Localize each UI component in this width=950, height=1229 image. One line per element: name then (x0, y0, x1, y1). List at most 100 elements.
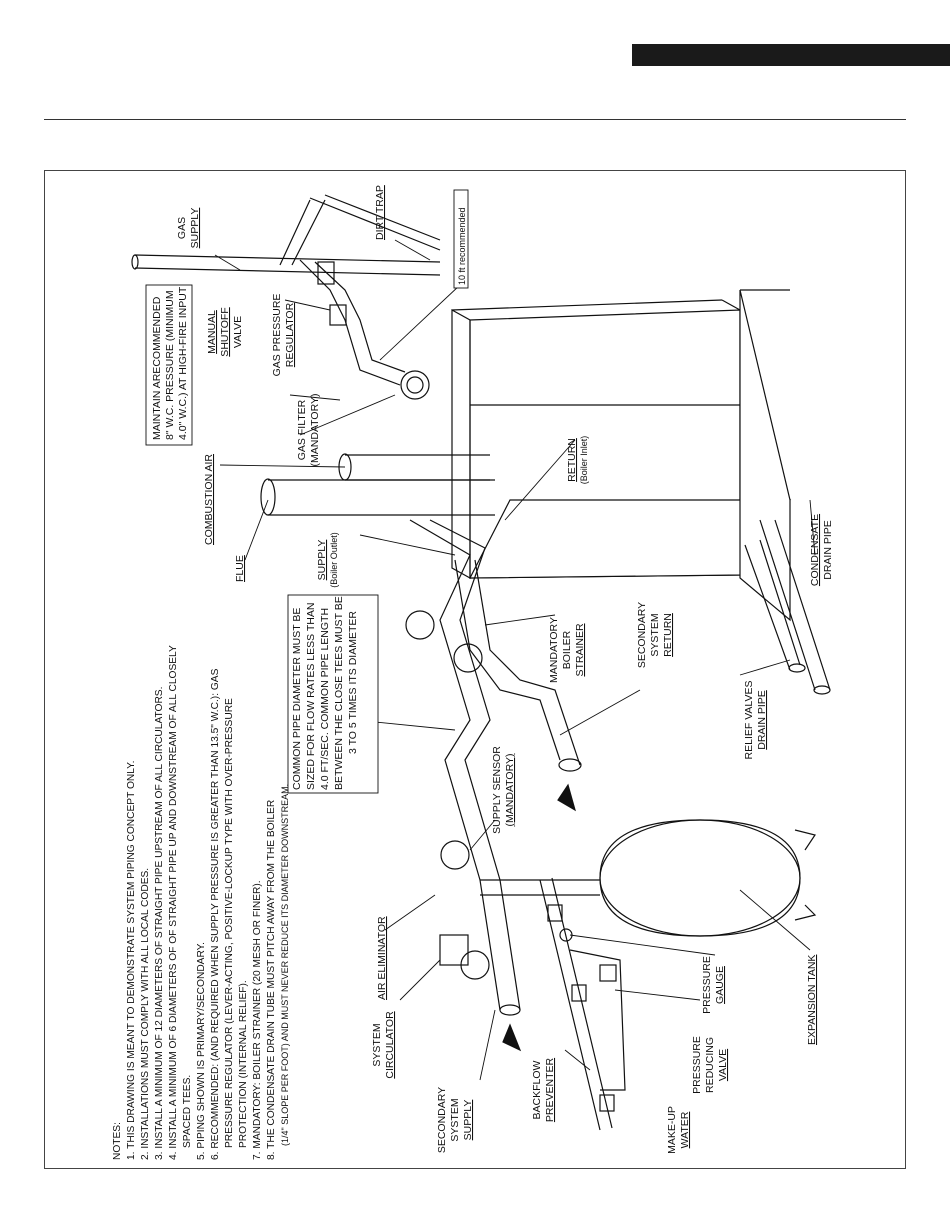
svg-text:SYSTEM: SYSTEM (371, 1023, 383, 1066)
svg-text:3 TO 5 TIMES ITS DIAMETER: 3 TO 5 TIMES ITS DIAMETER (347, 611, 359, 754)
svg-text:FLUE: FLUE (234, 555, 246, 582)
svg-text:STRAINER: STRAINER (574, 623, 586, 677)
svg-text:SUPPLY: SUPPLY (462, 1100, 474, 1141)
expansion-tank-label: EXPANSION TANK (806, 955, 818, 1045)
svg-text:GAS PRESSURE: GAS PRESSURE (271, 294, 283, 377)
svg-text:PRESSURE: PRESSURE (701, 956, 713, 1014)
svg-text:RETURN: RETURN (566, 438, 578, 482)
svg-text:PRESSURE: PRESSURE (691, 1036, 703, 1094)
maintain-pressure-box (145, 284, 193, 446)
makeup-water-label: MAKE-UP WATER (666, 1106, 691, 1154)
svg-text:DIRT TRAP: DIRT TRAP (374, 185, 386, 240)
note-line: 3. INSTALL A MINIMUM OF 12 DIAMETERS OF … (154, 687, 165, 1160)
svg-text:(MANDATORY): (MANDATORY) (309, 394, 321, 467)
supply-flow-arrow (502, 1023, 522, 1052)
svg-text:COMMON PIPE DIAMETER MUST BE: COMMON PIPE DIAMETER MUST BE (291, 608, 303, 790)
header-rule (44, 119, 906, 120)
svg-text:GAS FILTER: GAS FILTER (296, 399, 308, 460)
manual-shutoff-label: MANUAL SHUTOFF VALVE (206, 307, 244, 356)
header-black-tab (632, 44, 950, 66)
leader-lines (214, 239, 816, 1081)
svg-text:4.0 FT/SEC. COMMON PIPE LENGTH: 4.0 FT/SEC. COMMON PIPE LENGTH (319, 608, 331, 790)
svg-text:SYSTEM: SYSTEM (649, 613, 661, 656)
svg-text:EXPANSION TANK: EXPANSION TANK (806, 955, 818, 1045)
pressure-gauge-label: PRESSURE GAUGE (701, 956, 726, 1014)
svg-text:SECONDARY: SECONDARY (436, 1087, 448, 1153)
svg-text:10 ft recommended: 10 ft recommended (457, 207, 467, 285)
svg-text:(MANDATORY): (MANDATORY) (504, 754, 516, 827)
note-line: PRESSURE REGULATOR (LEVER-ACTING, POSITI… (224, 698, 235, 1148)
svg-text:GAS: GAS (176, 217, 188, 239)
dirt-trap-label: DIRT TRAP (374, 185, 386, 240)
note-line: (1/4" SLOPE PER FOOT) AND MUST NEVER RED… (280, 784, 290, 1146)
common-pipe-box (287, 594, 379, 794)
flue-label: FLUE (234, 555, 246, 582)
svg-text:BETWEEN THE CLOSE TEES MUST BE: BETWEEN THE CLOSE TEES MUST BE (333, 596, 345, 790)
supply-label: SUPPLY (Boiler Outlet) (316, 532, 339, 588)
svg-text:VALVE: VALVE (232, 316, 244, 348)
svg-text:(Boiler Outlet): (Boiler Outlet) (329, 532, 339, 588)
flue-duct (260, 478, 495, 516)
note-line: SPACED TEES. (182, 1075, 193, 1148)
combustion-air-duct (338, 453, 490, 481)
svg-text:SHUTOFF: SHUTOFF (219, 307, 231, 356)
svg-text:4.0" W.C.) AT HIGH-FIRE INPUT: 4.0" W.C.) AT HIGH-FIRE INPUT (177, 286, 189, 440)
drain-pipes (744, 519, 831, 695)
svg-text:WATER: WATER (679, 1111, 691, 1148)
svg-text:MANDATORY: MANDATORY (548, 617, 560, 683)
ten-ft-label: 10 ft recommended (457, 207, 467, 285)
maintain-pressure-label: MAINTAIN ARECOMMENDED 8" W.C. PRESSURE (… (151, 286, 189, 440)
svg-text:REGULATOR: REGULATOR (284, 302, 296, 367)
note-line: 6. RECOMMENDED: (AND REQUIRED WHEN SUPPL… (210, 668, 221, 1160)
svg-text:8" W.C. PRESSURE (MINIMUM: 8" W.C. PRESSURE (MINIMUM (164, 290, 176, 440)
svg-text:SUPPLY: SUPPLY (316, 540, 328, 581)
notes-block: NOTES: 1. THIS DRAWING IS MEANT TO DEMON… (112, 645, 290, 1160)
note-line: 2. INSTALLATIONS MUST COMPLY WITH ALL LO… (140, 868, 151, 1160)
note-line: PROTECTION (INTERNAL RELIEF). (238, 980, 249, 1148)
svg-text:MAINTAIN ARECOMMENDED: MAINTAIN ARECOMMENDED (151, 296, 163, 440)
ten-ft-box (453, 189, 469, 289)
note-line: 8. THE CONDENSATE DRAIN TUBE MUST PITCH … (266, 800, 277, 1160)
boiler-cabinet (451, 289, 792, 622)
combustion-air-label: COMBUSTION AIR (203, 454, 215, 545)
pressure-reducing-label: PRESSURE REDUCING VALVE (691, 1036, 729, 1094)
backflow-label: BACKFLOW PREVENTER (531, 1057, 556, 1122)
svg-text:BOILER: BOILER (561, 630, 573, 669)
svg-text:DRAIN PIPE: DRAIN PIPE (756, 690, 768, 750)
system-circulator-label: SYSTEM CIRCULATOR (371, 1011, 396, 1079)
svg-text:(Boiler Inlet): (Boiler Inlet) (579, 436, 589, 485)
svg-text:MANUAL: MANUAL (206, 310, 218, 354)
secondary-return-label: SECONDARY SYSTEM RETURN (636, 602, 674, 668)
return-label: RETURN (Boiler Inlet) (566, 436, 589, 485)
notes-title: NOTES: (112, 1122, 123, 1160)
gas-filter-label: GAS FILTER (MANDATORY) (296, 394, 321, 467)
svg-text:SYSTEM: SYSTEM (449, 1098, 461, 1141)
diagram-frame (44, 170, 906, 1169)
mandatory-strainer-label: MANDATORY BOILER STRAINER (548, 617, 586, 683)
supply-sensor-label: SUPPLY SENSOR (MANDATORY) (491, 746, 516, 834)
condensate-label: CONDENSATE DRAIN PIPE (809, 514, 834, 586)
gas-pressure-regulator-label: GAS PRESSURE REGULATOR (271, 294, 296, 377)
svg-text:CIRCULATOR: CIRCULATOR (384, 1011, 396, 1079)
svg-text:BACKFLOW: BACKFLOW (531, 1060, 543, 1119)
svg-text:REDUCING: REDUCING (704, 1037, 716, 1093)
return-flow-arrow (557, 783, 576, 812)
svg-text:MAKE-UP: MAKE-UP (666, 1106, 678, 1154)
note-line: 7. MANDATORY: BOILER STRAINER (20 MESH O… (252, 880, 263, 1160)
svg-text:DRAIN PIPE: DRAIN PIPE (822, 520, 834, 580)
note-line: 1. THIS DRAWING IS MEANT TO DEMONSTRATE … (126, 761, 137, 1160)
air-eliminator-label: AIR ELIMINATOR (376, 916, 388, 1000)
svg-text:PREVENTER: PREVENTER (544, 1057, 556, 1122)
svg-text:GAUGE: GAUGE (714, 966, 726, 1004)
svg-text:SUPPLY SENSOR: SUPPLY SENSOR (491, 746, 503, 834)
relief-valves-label: RELIEF VALVES DRAIN PIPE (743, 681, 768, 760)
svg-text:AIR ELIMINATOR: AIR ELIMINATOR (376, 916, 388, 1000)
common-pipe-label: COMMON PIPE DIAMETER MUST BE SIZED FOR F… (291, 596, 359, 790)
gas-supply-pipe (131, 194, 441, 400)
svg-text:VALVE: VALVE (717, 1049, 729, 1081)
gas-supply-label: GAS SUPPLY (176, 208, 201, 249)
secondary-supply-label: SECONDARY SYSTEM SUPPLY (436, 1087, 474, 1153)
svg-text:RETURN: RETURN (662, 613, 674, 657)
svg-text:SUPPLY: SUPPLY (189, 208, 201, 249)
